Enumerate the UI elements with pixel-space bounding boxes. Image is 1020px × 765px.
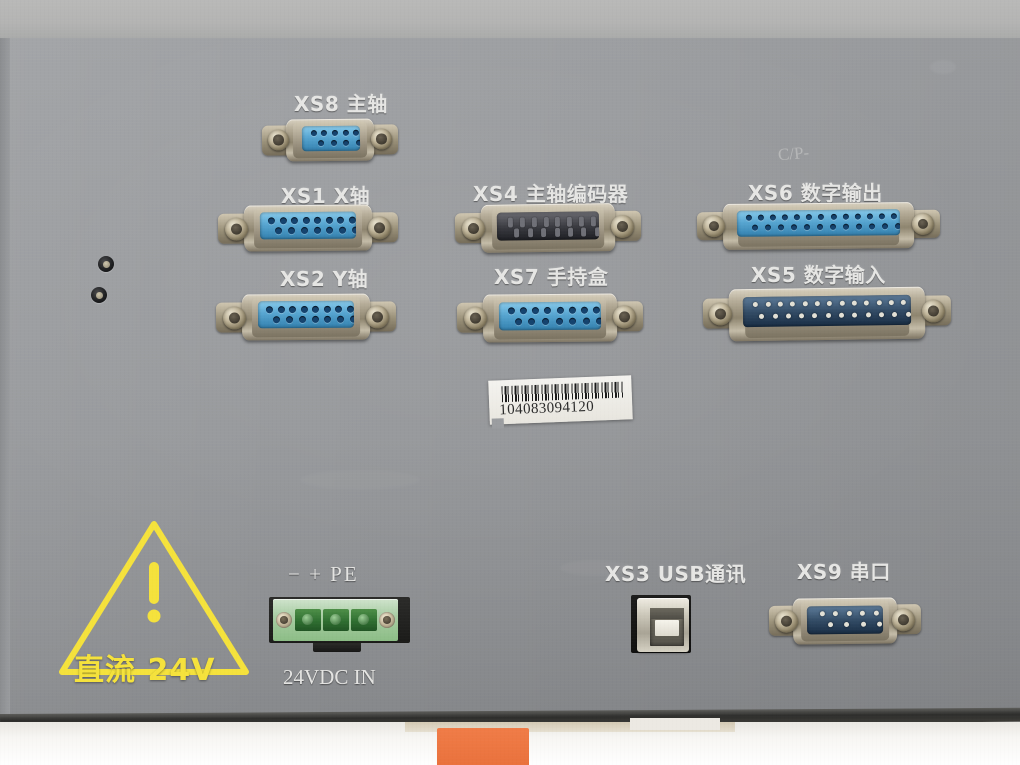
pin-row-bottom <box>807 621 883 628</box>
jack-screw-left <box>702 214 726 238</box>
connector-xs4[interactable] <box>454 203 642 254</box>
terminal-flange-screw-right <box>379 612 395 628</box>
usb-shoulder <box>650 608 684 619</box>
table-tan-band <box>405 722 735 732</box>
warning-triangle <box>56 518 252 678</box>
jack-screw-left <box>774 609 799 633</box>
connector-xs6[interactable] <box>696 202 941 251</box>
connector-insulator <box>736 209 901 237</box>
jack-screw-left <box>267 129 290 151</box>
warning-triangle-icon <box>59 521 249 675</box>
jack-screw-left <box>224 217 249 241</box>
panel-left-edge <box>0 38 10 720</box>
connector-xs9[interactable] <box>768 597 922 645</box>
pin-row-top <box>302 129 360 137</box>
connector-insulator <box>742 294 912 328</box>
connector-insulator <box>496 211 600 241</box>
pin-row-top <box>807 610 883 617</box>
connector-xs3[interactable] <box>631 595 691 653</box>
jack-screw-right <box>891 608 916 632</box>
jack-screw-right <box>365 305 390 329</box>
jack-screw-right <box>367 216 392 240</box>
warning-text: 直流 24V <box>74 653 216 688</box>
connector-xs8[interactable] <box>261 118 399 162</box>
connector-label-xs7: XS7 手持盒 <box>494 265 609 289</box>
jack-screw-left <box>222 306 247 330</box>
pin-row-bottom <box>302 139 361 147</box>
jack-screw-right <box>911 212 935 236</box>
connector-insulator <box>806 605 884 635</box>
connector-xs1[interactable] <box>217 204 399 252</box>
terminal-flange-screw-left <box>276 612 292 628</box>
terminal-tab <box>313 643 361 652</box>
connector-label-xs9: XS9 串口 <box>797 560 891 584</box>
connector-label-xs6: XS6 数字输出 <box>748 181 883 205</box>
panel-screw-lower <box>91 287 107 303</box>
power-input-label: 24VDC IN <box>283 665 376 689</box>
connector-insulator <box>498 301 602 331</box>
terminal-pin-minus[interactable] <box>295 609 321 631</box>
connector-label-xs2: XS2 Y轴 <box>280 267 369 291</box>
connector-label-xs4: XS4 主轴编码器 <box>473 182 629 206</box>
pin-row-bottom <box>260 226 357 235</box>
barcode-label: 104083094120 <box>488 375 633 429</box>
pin-row-top <box>260 216 356 225</box>
surface-scuff <box>930 60 956 74</box>
connector-insulator <box>257 300 355 329</box>
jack-screw-left <box>463 306 488 330</box>
connector-xs2[interactable] <box>215 293 397 341</box>
panel-screw-upper <box>98 256 114 272</box>
usb-metal-shell <box>637 598 689 652</box>
panel-top-bevel <box>0 0 1020 40</box>
connector-xs5[interactable] <box>702 286 952 342</box>
connector-xs7[interactable] <box>456 293 644 343</box>
orange-object <box>437 728 529 765</box>
handwritten-marking: C/P- <box>777 142 810 165</box>
power-polarity-label: − + PE <box>288 562 359 586</box>
connector-label-xs3: XS3 USB通讯 <box>605 562 747 586</box>
connector-insulator <box>259 211 357 240</box>
barcode-notch <box>491 418 505 429</box>
terminal-pin-pe[interactable] <box>351 609 377 631</box>
power-terminal-block[interactable] <box>269 597 410 652</box>
terminal-pin-plus[interactable] <box>323 609 349 631</box>
pin-row-bottom <box>258 315 355 324</box>
surface-scuff <box>300 470 420 490</box>
pin-row-bottom <box>497 227 600 238</box>
barcode-number: 104083094120 <box>499 398 595 419</box>
pin-row-top <box>499 306 601 315</box>
jack-screw-right <box>612 305 637 329</box>
pin-row-top <box>497 216 599 228</box>
usb-tongue <box>655 620 679 636</box>
connector-label-xs5: XS5 数字输入 <box>751 263 886 287</box>
jack-screw-right <box>370 128 393 150</box>
terminal-green-body <box>273 599 398 641</box>
connector-label-xs8: XS8 主轴 <box>294 92 388 116</box>
pin-row-bottom <box>499 317 602 326</box>
pin-row-top <box>258 305 354 314</box>
connector-insulator <box>301 125 361 152</box>
table-white-patch <box>630 718 720 730</box>
